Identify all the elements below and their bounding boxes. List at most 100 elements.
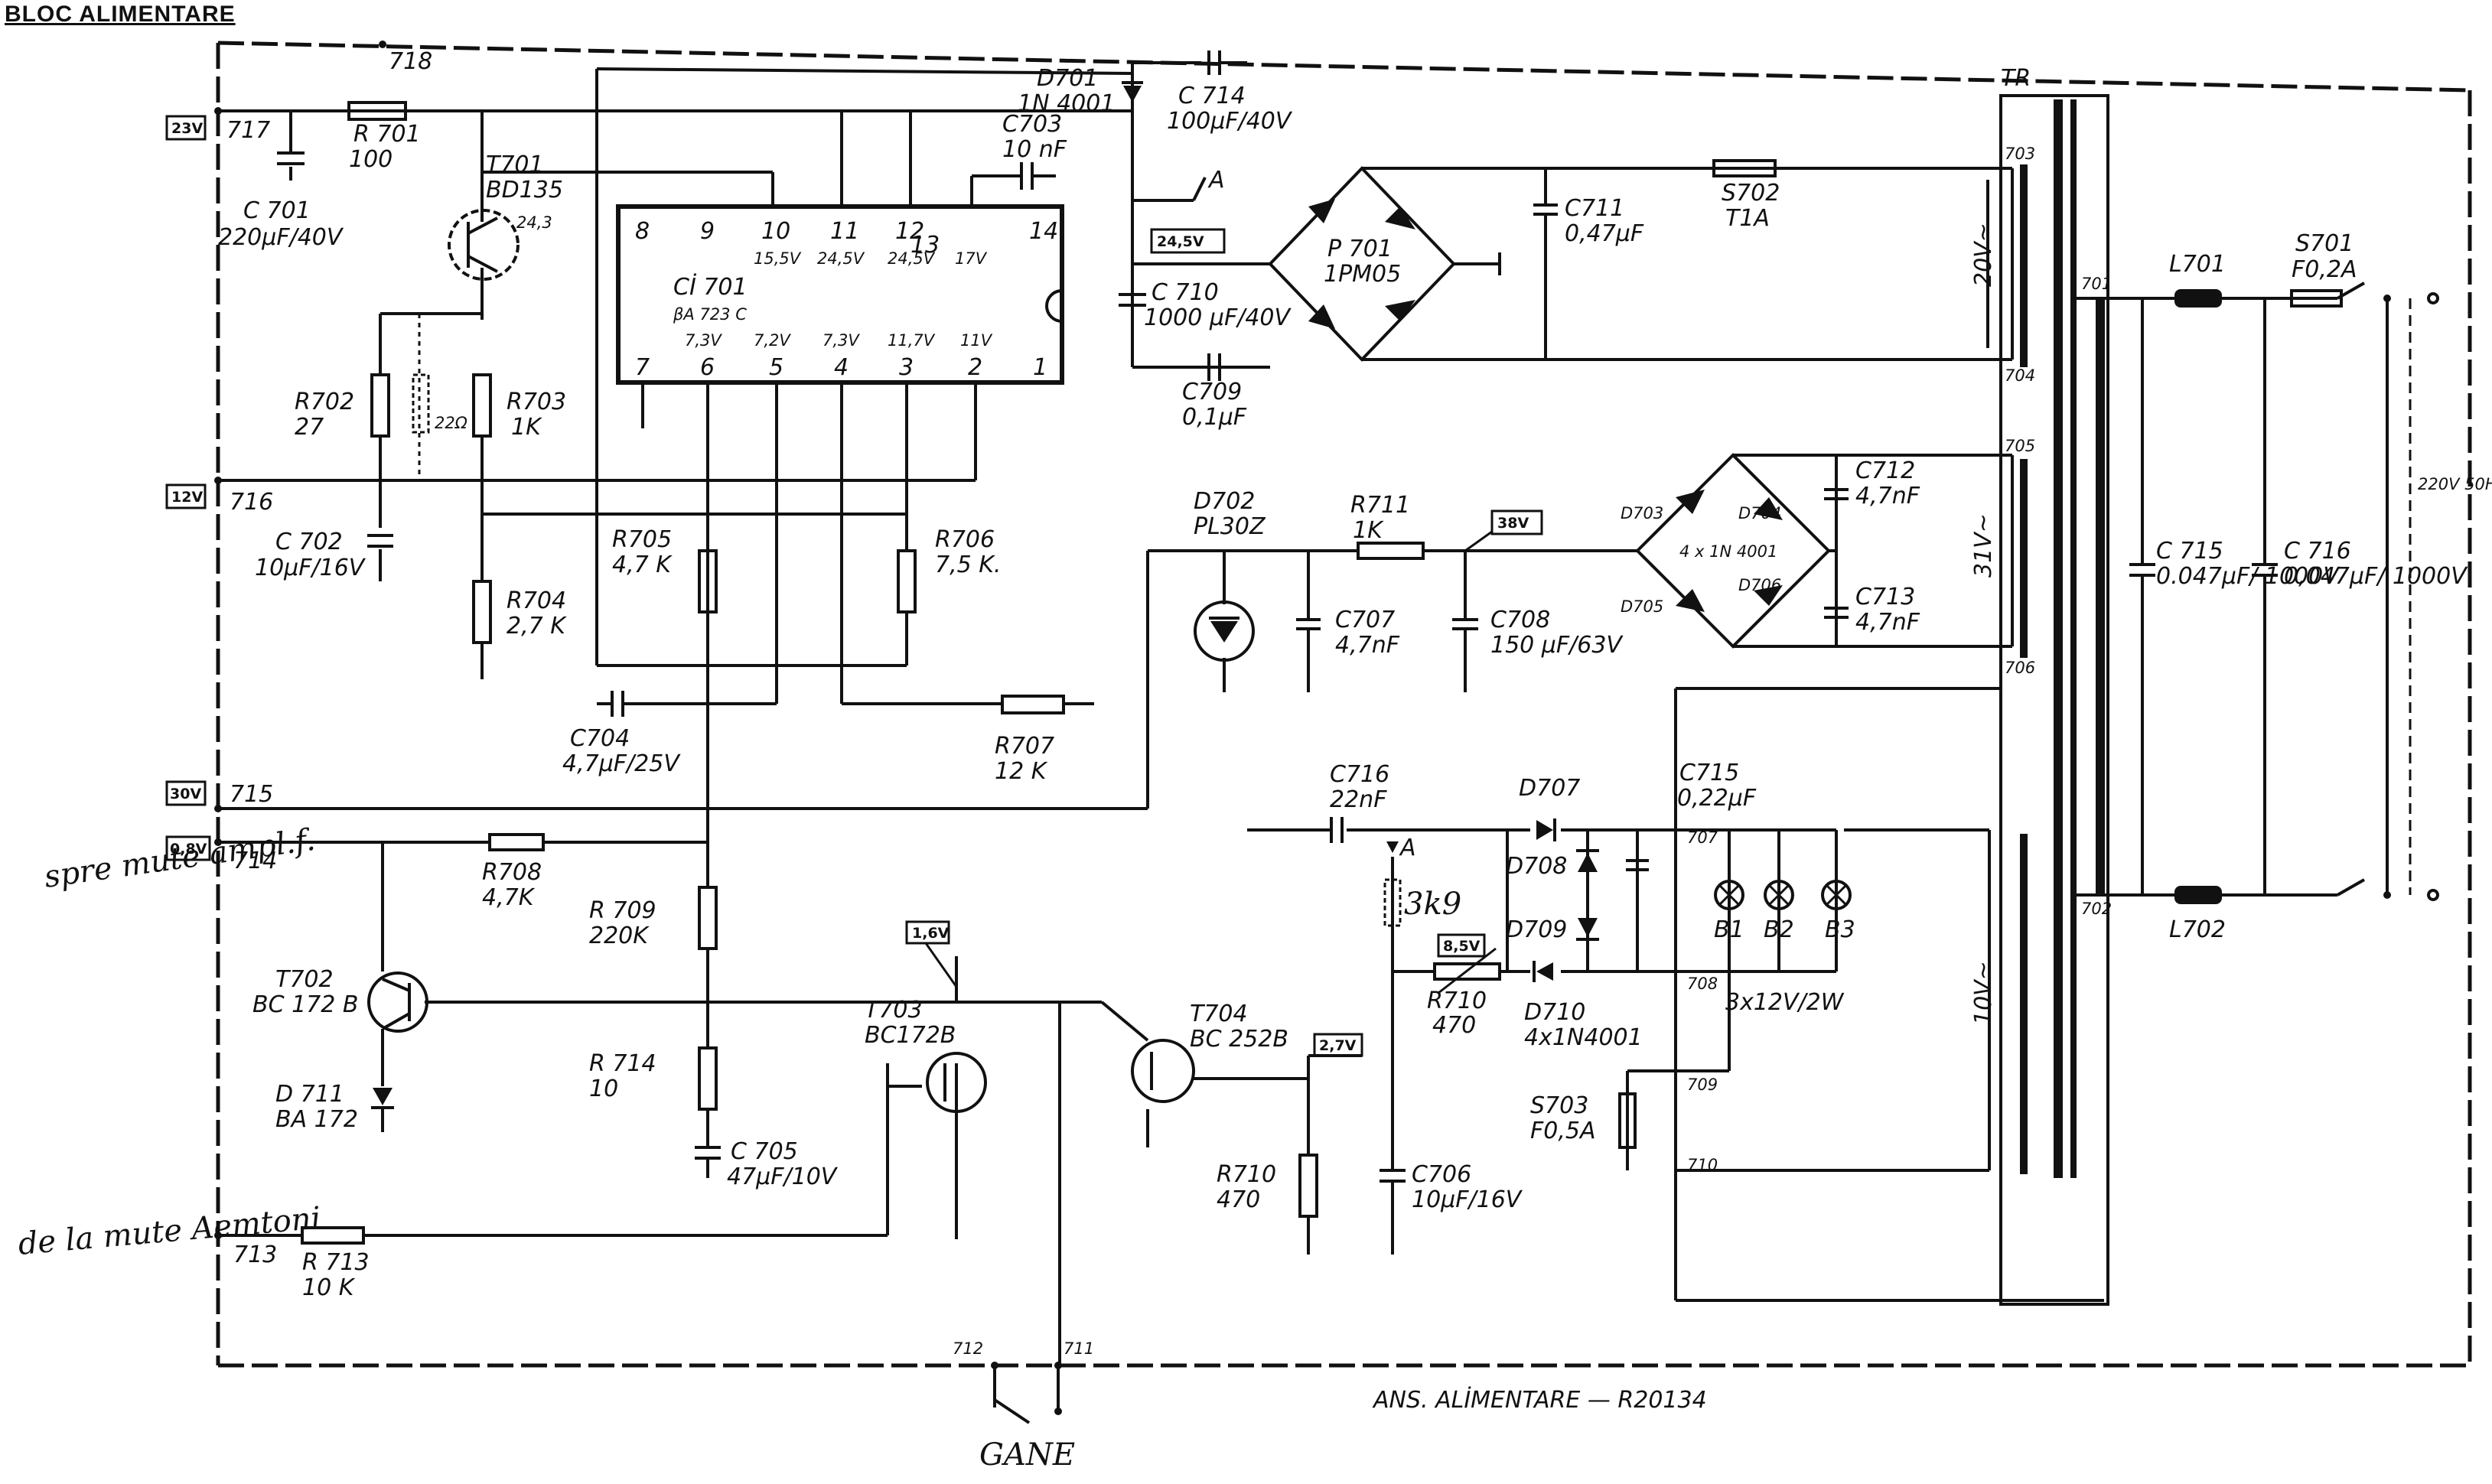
t701-ref: T701: [486, 151, 544, 178]
ic-pin-2: 2: [968, 354, 982, 381]
tr-pin-702: 702: [2081, 900, 2112, 918]
wires-38v: [1148, 549, 1637, 692]
lamp-b3-label: B3: [1825, 916, 1855, 943]
transformer-tr: TR 20V~ 31V~ 10V~ 703 704 705 706 707 70…: [1687, 65, 2112, 1306]
c712-val: 4,7nF: [1855, 483, 1920, 509]
diode-d710: D710 4x1N4001: [1524, 961, 1643, 1051]
terminal-717: 23V 717: [165, 107, 270, 144]
wires-mains: [2073, 282, 2439, 901]
r711-note: 3k9: [1404, 887, 1461, 922]
zener-d702: D702 PL30Z: [1194, 488, 1266, 662]
terminal-713-label: 713: [233, 1242, 277, 1268]
lamp-b2: B2: [1764, 830, 1794, 971]
ic-pin-14: 14: [1029, 218, 1058, 245]
d710-val: 4x1N4001: [1524, 1024, 1643, 1051]
wires-top: [218, 61, 1270, 666]
d711-val: BA 172: [275, 1106, 358, 1133]
r705-val: 4,7 K: [612, 552, 673, 578]
capacitor-c706: C706 10μF/16V: [1380, 1161, 1523, 1213]
c704-ref: C704: [570, 725, 630, 752]
terminal-715: 30V 715: [165, 780, 273, 812]
r701-ref: R 701: [353, 121, 421, 148]
terminal-717-volt: 23V: [171, 120, 203, 137]
ic-type: βA 723 C: [673, 305, 747, 324]
d707-ref: D707: [1519, 775, 1580, 802]
d702-ref: D702: [1194, 488, 1255, 515]
tr-pin-701: 701: [2081, 275, 2112, 293]
capacitor-c705: C 705 47μF/10V: [695, 1138, 839, 1190]
c706-val: 10μF/16V: [1412, 1186, 1523, 1213]
c710-val: 1000 μF/40V: [1144, 304, 1292, 331]
terminal-715-volt: 30V: [170, 786, 201, 802]
r706-val: 7,5 K.: [935, 552, 1001, 578]
c715-ref: C715: [1679, 760, 1739, 786]
ic-pin-12: 12: [895, 218, 924, 245]
d703-ref: D703: [1621, 504, 1663, 522]
lamp-b2-label: B2: [1764, 916, 1794, 943]
resistor-r709: R 709 220K: [589, 886, 718, 950]
terminal-714-volt: 0,8V: [170, 841, 207, 858]
point-a-bottom: A 3k9: [1383, 835, 1461, 979]
diode-d708: D708: [1506, 849, 1599, 880]
capacitor-c709: C709 0,1μF: [1182, 353, 1247, 431]
c705-val: 47μF/10V: [727, 1163, 839, 1190]
point-a-top: A: [1132, 167, 1225, 202]
wires-left: [218, 268, 977, 679]
d708-ref: D708: [1506, 853, 1567, 880]
r702-val: 27: [295, 414, 324, 441]
inductor-l701: L701: [2169, 251, 2226, 308]
resistor-r702: R702 27: [295, 373, 390, 441]
ic-volt-pin10: 15,5V: [754, 249, 802, 268]
tr-label: TR: [2001, 65, 2031, 92]
c707-val: 4,7nF: [1335, 632, 1400, 659]
diode-d707: D707: [1519, 775, 1580, 841]
r708-ref: R708: [482, 859, 542, 886]
c708-val: 150 μF/63V: [1490, 632, 1624, 659]
t701-val: BD135: [486, 177, 563, 203]
c715-mains-ref: C 715: [2156, 538, 2223, 565]
p701-ref: P 701: [1327, 236, 1393, 262]
r706-ref: R706: [935, 526, 995, 553]
d706-ref: D706: [1738, 576, 1781, 594]
footer-label: ANS. ALİMENTARE — R20134: [1372, 1386, 1707, 1414]
t704-ref: T704: [1190, 1001, 1248, 1027]
tr-pin-709: 709: [1687, 1076, 1718, 1094]
r714-val: 10: [589, 1076, 618, 1102]
transistor-t703: T703 BC172B: [865, 997, 987, 1113]
c713-ref: C713: [1855, 584, 1915, 610]
gane-label: GANE: [979, 1437, 1075, 1473]
terminal-716-label: 716: [230, 489, 273, 516]
r713-val: 10 K: [302, 1274, 356, 1301]
transistor-t702: T702 BC 172 B: [252, 966, 428, 1086]
bridge-d703-706: D703 D704 D705 D706 4 x 1N 4001 C712 4,7…: [1621, 453, 2014, 649]
c715-val: 0,22μF: [1677, 785, 1757, 812]
l702-label: L702: [2169, 916, 2226, 943]
handwritten-spre-mute: spre mute ampl.f.: [42, 822, 318, 895]
transistor-t701: T701 BD135 24,3: [448, 151, 563, 281]
terminal-717-label: 717: [226, 117, 270, 144]
c712-ref: C712: [1855, 457, 1915, 484]
d704-ref: D704: [1738, 504, 1781, 522]
terminal-715-label: 715: [230, 781, 273, 808]
resistor-22ohm: 22Ω: [412, 373, 467, 434]
node-8v5-label: 8,5V: [1443, 938, 1481, 955]
ic-pin-13: 13: [910, 232, 940, 259]
page-title: BLOC ALIMENTARE: [5, 2, 236, 27]
ic-pin-7: 7: [635, 354, 650, 381]
c714-val: 100μF/40V: [1167, 108, 1293, 135]
tr-sec-31v: 31V~: [1970, 513, 1997, 578]
t704-val: BC 252B: [1190, 1026, 1288, 1053]
d701-val: 1N 4001: [1018, 90, 1115, 117]
capacitor-c708: C708 150 μF/63V: [1452, 607, 1624, 659]
ic-volt-pin2: 11V: [960, 331, 993, 350]
ic-volt-pin11: 24,5V: [817, 249, 865, 268]
t703-ref: T703: [865, 997, 923, 1024]
ic-pin-4: 4: [834, 354, 849, 381]
c701-ref: C 701: [243, 197, 311, 224]
ic-pin-10: 10: [761, 218, 790, 245]
t701-note: 24,3: [516, 213, 552, 232]
capacitor-c714: C 714 100μF/40V: [1167, 50, 1293, 135]
capacitor-c715-022: C715 0,22μF: [1626, 760, 1757, 871]
d710-ref: D710: [1524, 999, 1585, 1026]
capacitor-c711: C711 0,47μF: [1533, 168, 1644, 360]
